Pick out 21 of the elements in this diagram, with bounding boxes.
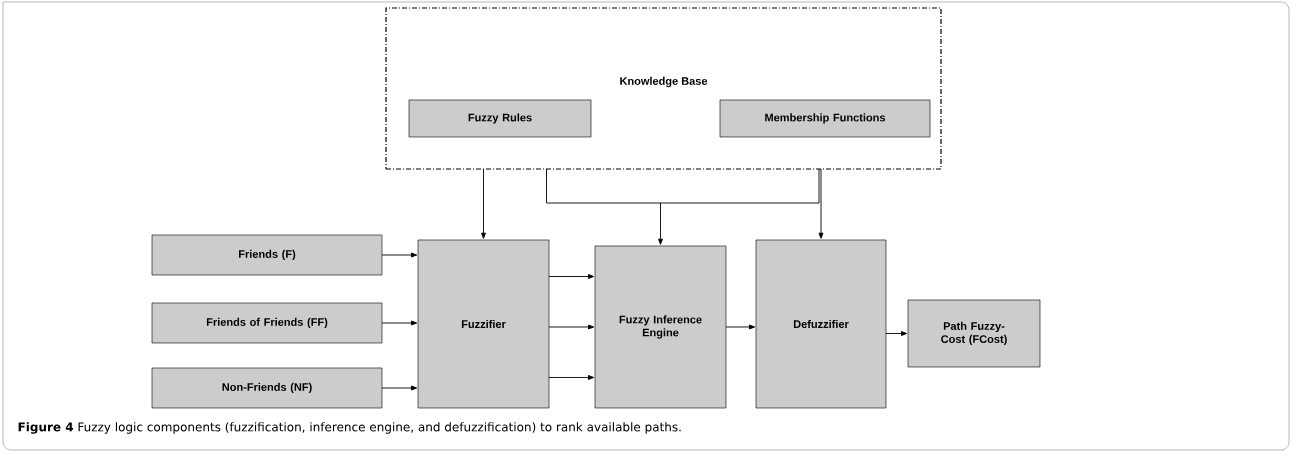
process-box: Defuzzifier: [755, 239, 887, 409]
process-box: Non-Friends (NF): [151, 367, 383, 409]
figure-caption: Figure 4 Fuzzy logic components (fuzzification, inference engine, and defuzzification) to rank available paths.: [18, 422, 681, 434]
process-box: Fuzzy Inference Engine: [594, 245, 727, 409]
arrow: [481, 168, 486, 239]
arrow: [818, 168, 824, 239]
arrow: [381, 385, 418, 391]
component-box: Membership Functions: [719, 99, 931, 138]
component-box: Fuzzy Rules: [408, 99, 592, 138]
process-box: Path Fuzzy-Cost (FCost): [907, 299, 1041, 368]
arrow: [381, 252, 418, 258]
process-box: Fuzzifier: [417, 239, 550, 409]
arrow: [885, 331, 908, 336]
arrow: [725, 324, 756, 330]
arrow: [381, 320, 418, 326]
arrow: [548, 324, 595, 330]
process-box: Friends of Friends (FF): [151, 302, 383, 344]
process-box: Friends (F): [151, 234, 383, 276]
arrow: [548, 274, 595, 279]
arrow: [546, 168, 820, 245]
arrow: [548, 375, 595, 380]
